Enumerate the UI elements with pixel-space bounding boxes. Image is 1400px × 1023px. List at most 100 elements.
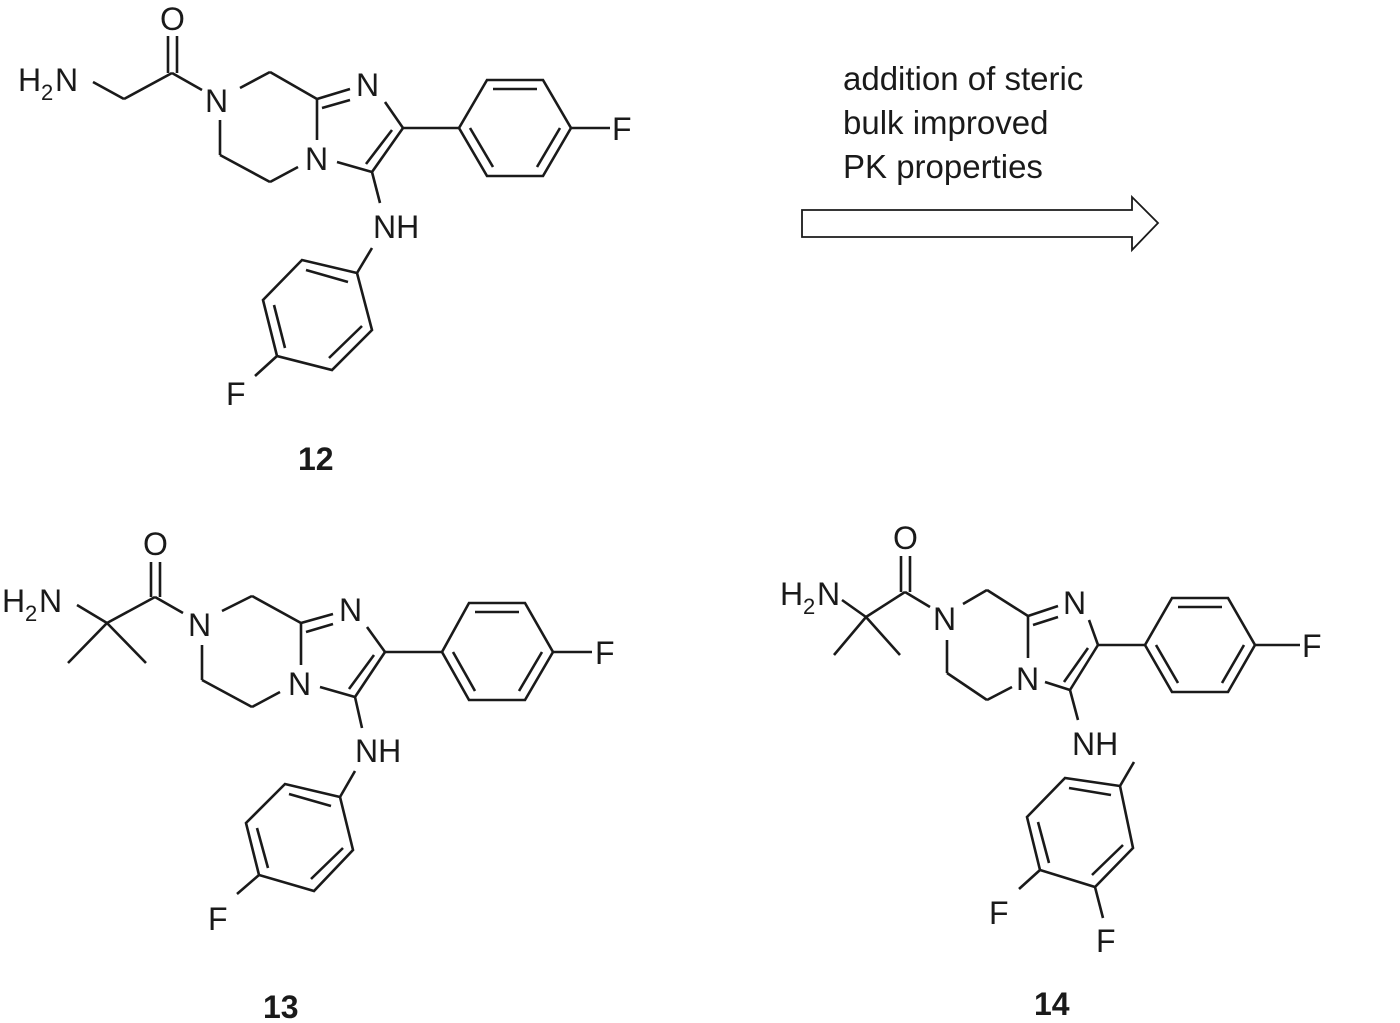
bond <box>833 616 867 656</box>
bond <box>841 598 867 619</box>
compound-14-anilino-ring <box>1025 776 1135 889</box>
compound-13-amine-n: N <box>39 583 62 619</box>
bond <box>347 654 376 690</box>
compound-12-fluorophenyl-ring <box>457 78 573 178</box>
bond <box>154 595 184 615</box>
bond <box>288 792 332 808</box>
compound-14-bridge-n: N <box>1016 661 1039 697</box>
bond <box>1018 869 1041 890</box>
compound-12-amine-subscript: 2 <box>41 80 53 105</box>
bond <box>321 98 351 110</box>
bond <box>986 685 1013 702</box>
compound-12-anilino-f: F <box>226 376 246 412</box>
bond <box>946 671 988 702</box>
bond <box>319 685 356 699</box>
bond <box>986 588 1029 618</box>
compound-12-anilino-ring <box>261 258 374 372</box>
compound-12-bridge-n: N <box>305 141 328 177</box>
bond <box>300 612 334 625</box>
compound-13-amide-n: N <box>188 607 211 643</box>
bond <box>106 622 147 664</box>
bond <box>239 70 271 90</box>
compound-13-aryl-f: F <box>595 635 615 671</box>
bond <box>370 171 382 204</box>
bond <box>1036 821 1051 864</box>
arrow-caption-line-3: PK properties <box>843 148 1043 185</box>
compound-14-amine-n: N <box>817 576 840 612</box>
bond <box>251 690 281 709</box>
bond <box>1062 647 1090 683</box>
bond <box>92 80 125 101</box>
bond <box>106 595 156 625</box>
bond <box>67 622 108 664</box>
bond <box>171 71 203 92</box>
bond <box>236 874 260 895</box>
bond <box>1044 680 1071 692</box>
bond <box>355 247 374 274</box>
bond <box>251 594 302 625</box>
compound-12-amine-h: H <box>18 62 41 98</box>
compound-14-anilino-f-para: F <box>989 895 1009 931</box>
bond <box>328 325 363 359</box>
compound-14-anilino-f-meta: F <box>1096 923 1116 959</box>
compound-14-amine-subscript: 2 <box>803 594 815 619</box>
compound-14-label: 14 <box>1034 986 1070 1022</box>
bond <box>1093 886 1105 919</box>
bond <box>310 847 344 880</box>
bond <box>1068 644 1100 691</box>
bond <box>865 616 901 656</box>
bond <box>865 590 906 619</box>
compound-14-structure: H 2 N O N N N NH F <box>780 520 1322 959</box>
compound-13-bridge-n: N <box>288 666 311 702</box>
bond <box>353 651 387 698</box>
bond <box>517 651 544 692</box>
bond <box>336 160 373 174</box>
bond <box>1118 761 1136 787</box>
compound-14-carbonyl-o: O <box>893 520 918 556</box>
bond <box>365 626 387 653</box>
compound-14-amide-n: N <box>933 601 956 637</box>
bond <box>123 71 173 101</box>
bond <box>254 355 278 377</box>
compound-13-carbonyl-o: O <box>143 526 168 562</box>
compound-12-amide-n: N <box>205 83 228 119</box>
compound-13-imidazole-n: N <box>339 592 362 628</box>
reaction-arrow: addition of steric bulk improved PK prop… <box>801 60 1160 253</box>
compound-14-amine-h: H <box>780 576 803 612</box>
bond <box>269 165 299 184</box>
bond <box>1154 644 1180 684</box>
arrow-caption-line-1: addition of steric <box>843 60 1083 97</box>
bond <box>1068 786 1112 797</box>
compound-12-imidazole-n: N <box>356 67 379 103</box>
compound-12-carbonyl-o: O <box>160 1 185 37</box>
compound-12-nh: NH <box>373 209 419 245</box>
bond <box>468 127 495 168</box>
compound-14-fluorophenyl-ring <box>1143 596 1257 694</box>
bond <box>255 827 270 869</box>
bond <box>272 304 287 349</box>
bond <box>535 127 562 168</box>
compound-13-amine-subscript: 2 <box>25 601 37 626</box>
compound-14-aryl-f: F <box>1302 628 1322 664</box>
compound-13-fluorophenyl-ring <box>440 601 555 702</box>
bond <box>1068 689 1080 721</box>
bond <box>962 588 988 606</box>
compound-12-structure: H 2 N O N N N NH <box>18 1 632 412</box>
bond <box>353 696 364 729</box>
compound-13-structure: H 2 N O N N N NH <box>2 526 615 937</box>
bond <box>1032 615 1059 627</box>
bond <box>201 678 253 709</box>
bond <box>269 70 318 101</box>
bond <box>383 101 405 129</box>
compound-13-label: 13 <box>263 989 299 1023</box>
bond <box>364 129 394 165</box>
open-arrow-icon <box>801 194 1160 253</box>
compound-14-nh: NH <box>1072 726 1118 762</box>
bond <box>76 603 108 625</box>
bond <box>219 153 271 184</box>
bond <box>370 127 405 173</box>
bond <box>1087 619 1100 646</box>
bond <box>305 268 349 284</box>
bond <box>305 622 334 634</box>
bond <box>451 651 477 692</box>
